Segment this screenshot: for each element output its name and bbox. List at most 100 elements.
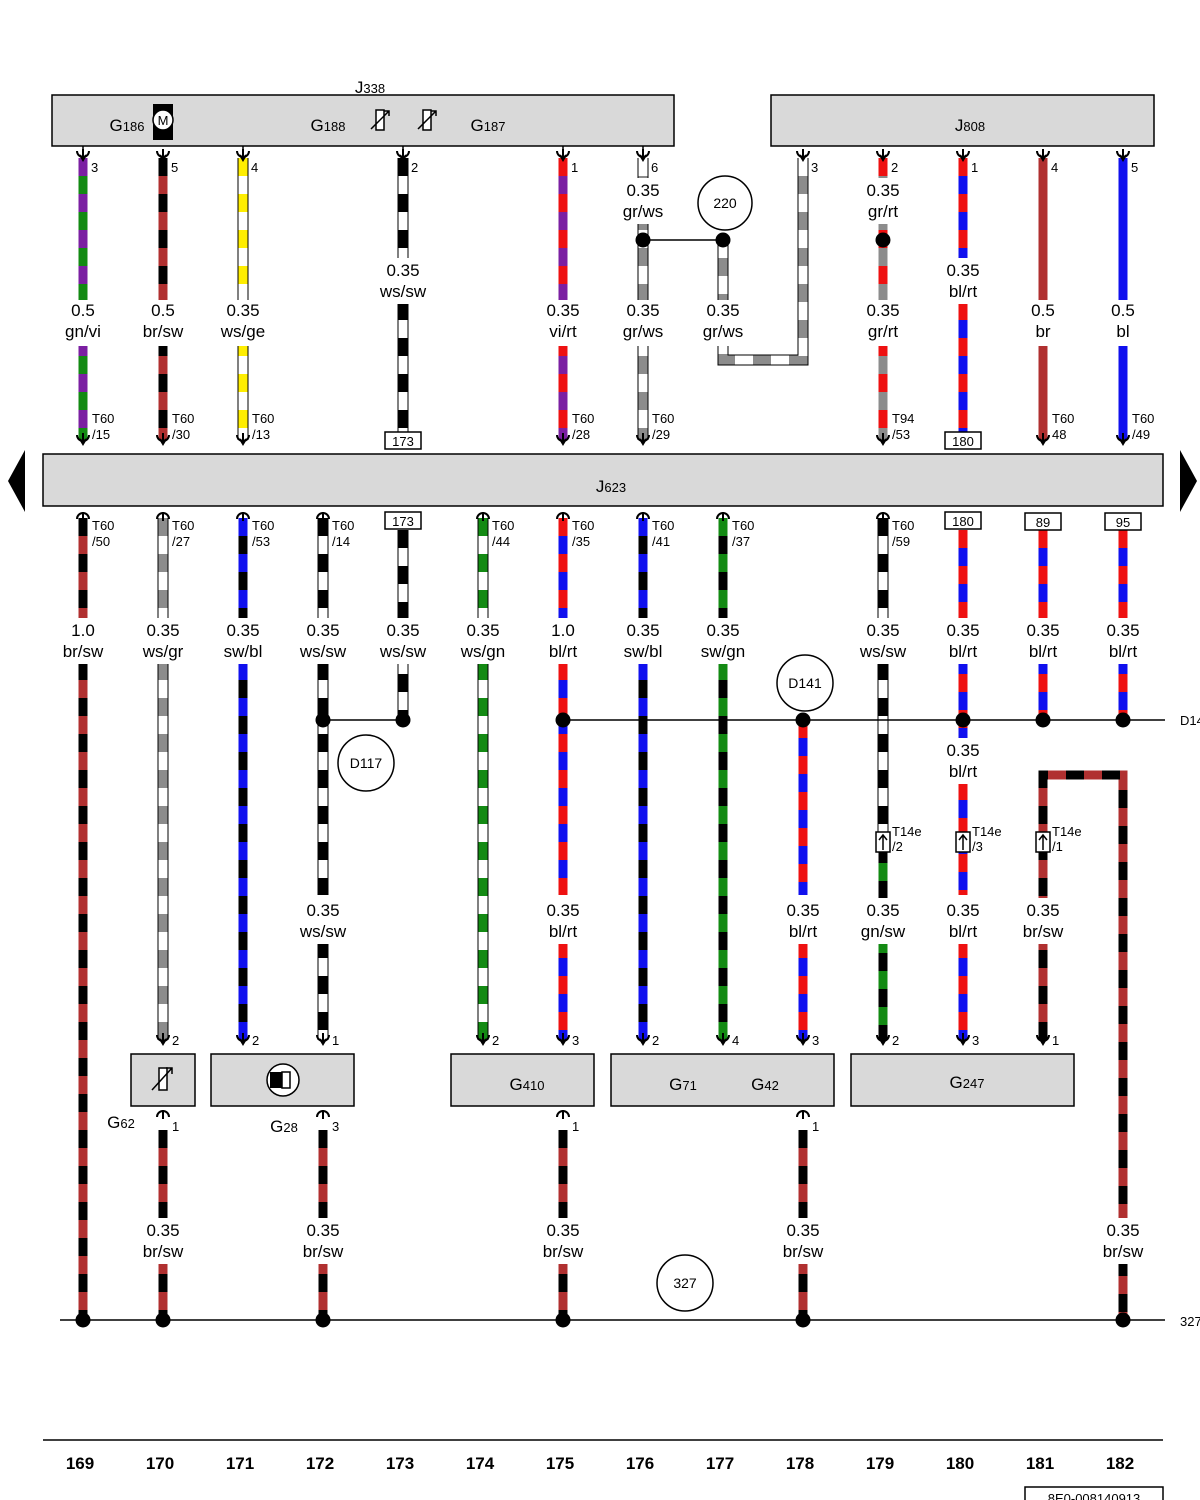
t0-gap [61, 300, 105, 346]
g186-motor-letter: M [158, 113, 169, 128]
j808-box [770, 94, 1155, 147]
splice-d141-0 [555, 712, 571, 728]
previous-page-arrow[interactable] [8, 450, 25, 512]
top-connector-7-name: T60 [1132, 411, 1154, 426]
ground-wire-182-color: br/sw [1103, 1242, 1144, 1261]
edge-ref-d14: D14 [1180, 713, 1200, 728]
top-wire-180-color: bl/rt [949, 282, 978, 301]
splice-d141-2 [955, 712, 971, 728]
top-wire-170-color: br/sw [143, 322, 184, 341]
lower-wire-175-color: bl/rt [549, 922, 578, 941]
top-terminal-1 [156, 149, 170, 162]
top-pin-10: 5 [1131, 160, 1138, 175]
next-page-arrow[interactable] [1180, 450, 1197, 512]
mid-wire-169-size: 1.0 [71, 621, 95, 640]
m7-gap [621, 618, 665, 664]
lower-wire-181-size: 0.35 [1026, 901, 1059, 920]
top-terminal-10 [1116, 149, 1130, 162]
top-wire-182-color: bl [1116, 322, 1129, 341]
bus-lines [43, 97, 1165, 1441]
bottom-connector-3-pin: /14 [332, 534, 350, 549]
top-wire-179a-size: 0.35 [866, 181, 899, 200]
j623-box [42, 453, 1164, 507]
top-connector-5-name: T94 [892, 411, 914, 426]
mid-wire-180b-size: 0.35 [946, 741, 979, 760]
top-terminal-5 [636, 149, 650, 162]
top-wire-169-size: 0.5 [71, 301, 95, 320]
t14e-1-name: T14e [1052, 824, 1082, 839]
mid-wire-180-size: 0.35 [946, 621, 979, 640]
ground-327-5 [1115, 1312, 1131, 1328]
label-g188: G188 [311, 116, 346, 135]
top-connector-4-name: T60 [652, 411, 674, 426]
column-170: 170 [146, 1454, 174, 1473]
lower-wire-179-size: 0.35 [866, 901, 899, 920]
top-connector-3-pin: /28 [572, 427, 590, 442]
ground-327-0 [75, 1312, 91, 1328]
t14e-2-arrow [878, 833, 888, 850]
t14e-2-pin: /2 [892, 839, 903, 854]
column-178: 178 [786, 1454, 814, 1473]
j623-bottom-terminal-2 [236, 512, 250, 521]
t9-gap [1021, 300, 1065, 346]
component-top-terminal-0 [156, 1033, 170, 1046]
label-g410: G410 [510, 1075, 545, 1094]
splice-d141-3 [1035, 712, 1051, 728]
top-wire-182-size: 0.5 [1111, 301, 1135, 320]
bottom-connector-2-pin: /53 [252, 534, 270, 549]
j623-bottom-terminal-8 [876, 512, 890, 521]
ref-d117-ring [337, 734, 395, 792]
j623-top-terminal-4 [636, 433, 650, 446]
top-terminal-2 [236, 149, 250, 162]
mid-wire-176-color: sw/bl [624, 642, 663, 661]
top-wire-181-size: 0.5 [1031, 301, 1055, 320]
mid-wire-173-size: 0.35 [386, 621, 419, 640]
label-g71: G71 [669, 1075, 697, 1094]
lower-wire-172-color: ws/sw [299, 922, 347, 941]
top-ref-180-box [944, 431, 982, 450]
j623-bottom-terminal-1 [156, 512, 170, 521]
top-connector-1-pin: /30 [172, 427, 190, 442]
m180b-gap [941, 738, 985, 784]
top-pin-9: 4 [1051, 160, 1058, 175]
top-pin-6: 3 [811, 160, 818, 175]
j623-top-terminal-6 [1036, 433, 1050, 446]
top-pin-5: 6 [651, 160, 658, 175]
top-connector-4-pin: /29 [652, 427, 670, 442]
t7a-gap [861, 178, 905, 224]
column-171: 171 [226, 1454, 254, 1473]
ground-wire-170-color: br/sw [143, 1242, 184, 1261]
ground-wire-178-size: 0.35 [786, 1221, 819, 1240]
ref-220: 220 [713, 195, 737, 211]
top-pin-2: 4 [251, 160, 258, 175]
mid-wire-170-size: 0.35 [146, 621, 179, 640]
splice-179 [875, 232, 891, 248]
label-j808: J808 [955, 116, 985, 135]
mid-wire-179-color: ws/sw [859, 642, 907, 661]
t1-gap [141, 300, 185, 346]
component-top-terminal-6 [716, 1033, 730, 1046]
column-176: 176 [626, 1454, 654, 1473]
top-pin-7: 2 [891, 160, 898, 175]
top-pin-0: 3 [91, 160, 98, 175]
ref-d117: D117 [350, 755, 383, 771]
bottom-connector-3-name: T60 [332, 518, 354, 533]
t14e-3-arrow [958, 833, 968, 850]
bottom-connector-5-name: T60 [572, 518, 594, 533]
splice-220-b [715, 232, 731, 248]
top-wire-177-color: gr/ws [703, 322, 744, 341]
t2-gap [221, 300, 265, 346]
g28-sensor-gap [281, 1071, 291, 1089]
column-180: 180 [946, 1454, 974, 1473]
component-pin-top-8: 2 [892, 1033, 899, 1048]
g247-box [850, 1053, 1075, 1107]
g28-sensor-core [270, 1072, 282, 1088]
ground-wire-178-color: br/sw [783, 1242, 824, 1261]
g410-box [450, 1053, 595, 1107]
top-terminal-6 [796, 149, 810, 162]
component-pin-bottom-1: 3 [332, 1119, 339, 1134]
m13-gap [1101, 618, 1145, 664]
ref-d141: D141 [788, 675, 822, 691]
ground-wire-172-color: br/sw [303, 1242, 344, 1261]
